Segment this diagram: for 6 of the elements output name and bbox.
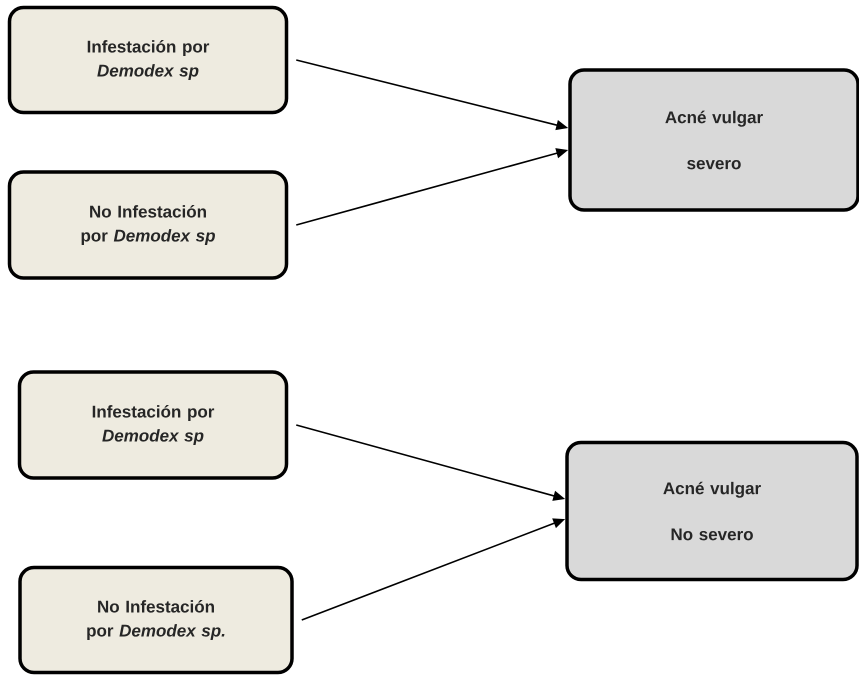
cause-box: No Infestación por Demodex sp — [8, 170, 288, 280]
cause-box: Infestación por Demodex sp — [18, 370, 288, 480]
cause-box: Infestación por Demodex sp — [8, 6, 288, 114]
outcome-box: Acné vulgar No severo — [565, 440, 859, 582]
outcome-box: Acné vulgar severo — [568, 68, 859, 212]
cause-box: No Infestación por Demodex sp. — [18, 566, 294, 674]
